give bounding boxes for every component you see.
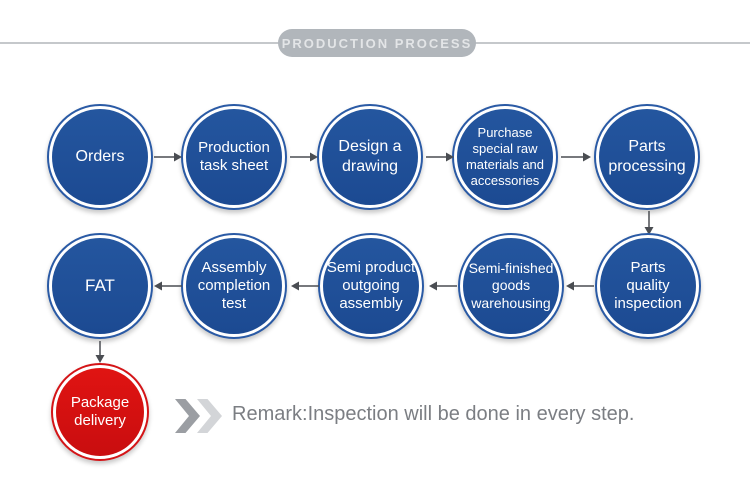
arrow-left-icon: [429, 281, 457, 291]
chevron-right-icon: [175, 399, 200, 433]
header-banner: PRODUCTION PROCESS: [278, 29, 476, 57]
step-semi-product-outgoing-assembly: Semi product outgoing assembly: [318, 233, 424, 339]
arrow-left-icon: [566, 281, 594, 291]
step-label: Production task sheet: [198, 138, 270, 174]
arrow-left-icon: [291, 281, 319, 291]
step-package-delivery: Package delivery: [51, 363, 149, 461]
arrow-down-icon: [644, 211, 654, 235]
step-label: Assembly completion test: [197, 258, 271, 313]
step-label: Design a drawing: [338, 138, 402, 175]
step-parts-processing: Parts processing: [594, 104, 700, 210]
step-assembly-completion-test: Assembly completion test: [181, 233, 287, 339]
remark-text: Remark:Inspection will be done in every …: [232, 403, 635, 425]
step-orders: Orders: [47, 104, 153, 210]
step-label: Purchase special raw materials and acces…: [465, 125, 545, 188]
arrow-right-icon: [561, 152, 591, 162]
step-design-a-drawing: Design a drawing: [317, 104, 423, 210]
step-label: Parts processing: [608, 138, 686, 175]
step-parts-quality-inspection: Parts quality inspection: [595, 233, 701, 339]
step-label: Orders: [75, 148, 125, 166]
step-label: FAT: [85, 275, 115, 295]
step-fat: FAT: [47, 233, 153, 339]
arrow-right-icon: [426, 152, 454, 162]
arrow-right-icon: [154, 152, 182, 162]
step-purchase-materials: Purchase special raw materials and acces…: [452, 104, 558, 210]
chevron-right-icon: [197, 399, 222, 433]
page-title: PRODUCTION PROCESS: [281, 35, 473, 51]
step-semi-finished-goods-warehousing: Semi-finished goods warehousing: [458, 233, 564, 339]
step-label: Parts quality inspection: [614, 258, 682, 313]
arrow-left-icon: [154, 281, 182, 291]
step-label: Semi product outgoing assembly: [326, 258, 416, 313]
step-label: Package delivery: [70, 393, 130, 429]
step-label: Semi-finished goods warehousing: [468, 260, 554, 311]
arrow-right-icon: [290, 152, 318, 162]
arrow-down-icon: [95, 341, 105, 363]
step-production-task-sheet: Production task sheet: [181, 104, 287, 210]
